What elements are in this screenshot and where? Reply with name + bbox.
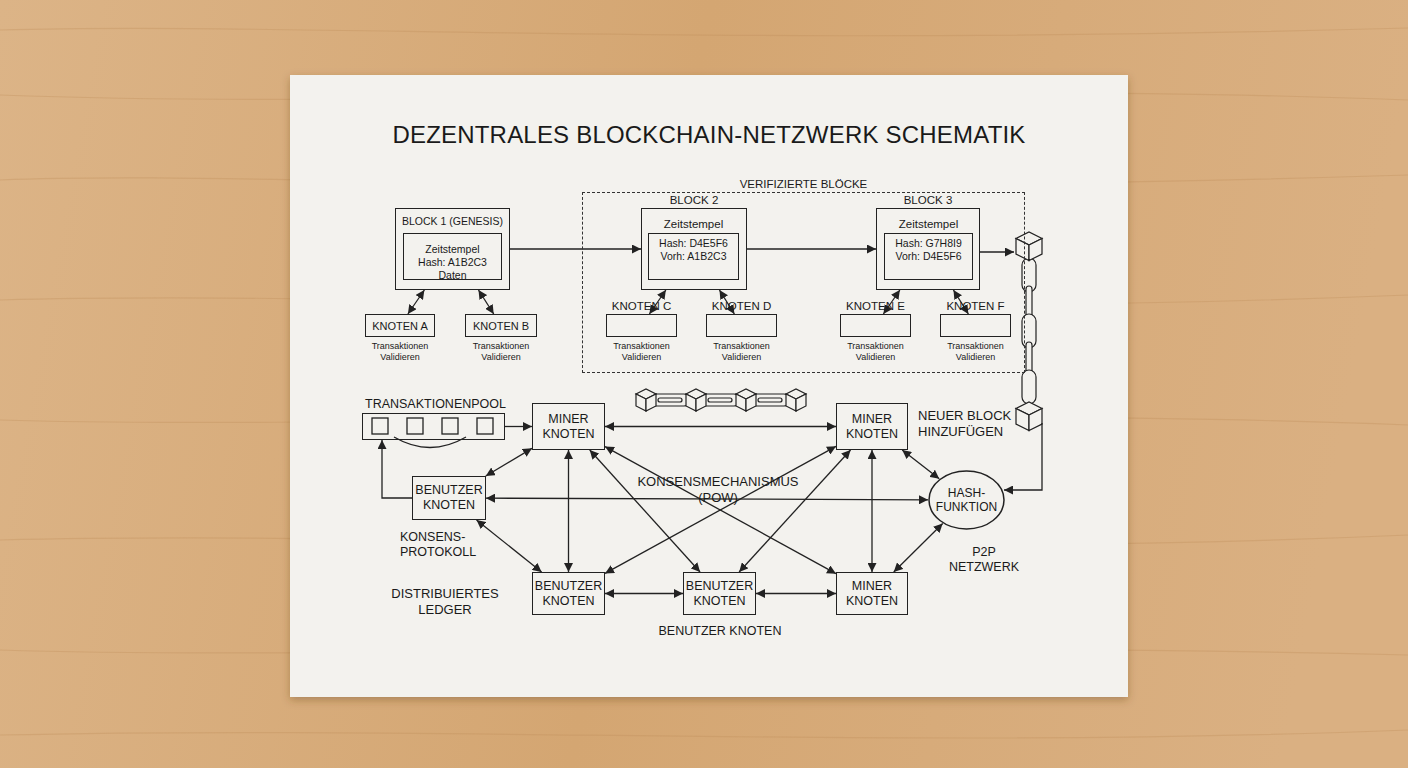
node-text: Transaktionen Validieren	[602, 341, 682, 363]
node-text: MINER KNOTEN	[533, 412, 604, 442]
connector-arrow	[382, 440, 412, 498]
connector-arrow	[605, 426, 836, 427]
chain-wire	[980, 252, 1042, 490]
ellipse-shape	[929, 471, 1004, 529]
paper-sheet	[290, 75, 1128, 697]
annotation-label: DISTRIBUIERTES LEDGER	[385, 586, 505, 617]
connector-arrow	[408, 290, 424, 314]
diagram-title: DEZENTRALES BLOCKCHAIN-NETZWERK SCHEMATI…	[290, 121, 1128, 149]
validator-node-box: KNOTEN ATransaktionen Validieren	[365, 314, 435, 337]
connector-arrow	[747, 248, 876, 249]
block-data-box: ZeitstempelHash: G7H8I9Vorh: D4E5F6	[884, 233, 973, 280]
annotation-label: BENUTZER KNOTEN	[620, 624, 820, 639]
block-box: BLOCK 1 (GENESIS) ZeitstempelHash: A1B2C3…	[395, 208, 510, 290]
network-node-box: MINER KNOTEN	[836, 572, 908, 615]
connector-arrow	[590, 450, 700, 572]
network-node-box: BENUTZER KNOTEN	[683, 572, 756, 615]
block-box: BLOCK 2ZeitstempelHash: D4E5F6Vorh: A1B2…	[641, 208, 747, 290]
node-text: Hash: G7H8I9	[885, 237, 972, 250]
network-node-box: BENUTZER KNOTEN	[412, 476, 486, 520]
connector-arrow	[605, 446, 836, 573]
chain-illustration	[636, 389, 806, 411]
node-text: Daten	[404, 269, 501, 282]
validator-node-box: KNOTEN BTransaktionen Validieren	[465, 314, 537, 337]
pool-transactions	[372, 418, 493, 448]
hash-function-ellipse: HASH- FUNKTION	[928, 470, 1005, 530]
block-data-box: ZeitstempelHash: D4E5F6Vorh: A1B2C3	[648, 233, 739, 280]
node-text: Zeitstempel	[649, 218, 738, 231]
annotation-label: KONSENS- PROTOKOLL	[400, 530, 480, 560]
node-text: TRANSAKTIONENPOOL	[365, 397, 506, 411]
node-text: KNOTEN A	[372, 320, 428, 332]
connector-arrow	[871, 450, 872, 572]
node-text: Transaktionen Validieren	[836, 341, 916, 363]
annotation-label: P2P NETZWERK	[945, 545, 1023, 575]
node-text: Transaktionen Validieren	[936, 341, 1016, 363]
node-text: Transaktionen Validieren	[702, 341, 782, 363]
node-text: BLOCK 2	[642, 194, 746, 206]
transaction-pool-box: TRANSAKTIONENPOOL	[362, 413, 505, 440]
validator-node-box: KNOTEN DTransaktionen Validieren	[706, 314, 777, 337]
annotation-label: NEUER BLOCK HINZUFÜGEN	[918, 408, 1026, 439]
node-text: Transaktionen Validieren	[360, 341, 440, 363]
connector-arrow	[756, 593, 836, 594]
network-node-box: MINER KNOTEN	[836, 403, 908, 450]
annotation-label: KONSENSMECHANISMUS (POW)	[633, 474, 803, 505]
node-text: BLOCK 1 (GENESIS)	[396, 215, 509, 227]
node-text: KNOTEN C	[607, 300, 676, 312]
node-text: BLOCK 3	[877, 194, 979, 206]
connector-arrow	[478, 290, 493, 314]
node-text: Vorh: A1B2C3	[649, 250, 738, 263]
node-text: MINER KNOTEN	[837, 412, 907, 442]
node-text: MINER KNOTEN	[837, 579, 907, 609]
node-text: Hash: D4E5F6	[649, 237, 738, 250]
network-node-box: BENUTZER KNOTEN	[532, 572, 605, 615]
node-text: Zeitstempel	[404, 243, 501, 256]
node-text: Hash: A1B2C3	[404, 256, 501, 269]
connector-arrow	[605, 593, 683, 594]
block-data-box: ZeitstempelHash: A1B2C3Daten	[403, 233, 502, 280]
connector-arrow	[505, 426, 532, 427]
block-box: BLOCK 3ZeitstempelHash: G7H8I9Vorh: D4E5…	[876, 208, 980, 290]
node-text: BENUTZER KNOTEN	[684, 579, 755, 609]
node-text: BENUTZER KNOTEN	[533, 579, 604, 609]
node-text: Transaktionen Validieren	[461, 341, 541, 363]
node-text: KNOTEN B	[473, 320, 529, 332]
validator-node-box: KNOTEN FTransaktionen Validieren	[940, 314, 1011, 337]
connector-arrow	[510, 248, 641, 249]
node-text: KNOTEN D	[707, 300, 776, 312]
connector-arrow	[568, 450, 569, 572]
node-text: KNOTEN F	[941, 300, 1010, 312]
verified-blocks-group: VERIFIZIERTE BLÖCKEBLOCK 2ZeitstempelHas…	[582, 192, 1025, 373]
node-text: Zeitstempel	[885, 218, 972, 231]
network-node-box: MINER KNOTEN	[532, 403, 605, 450]
wood-grain	[0, 28, 1408, 738]
vertical-chain-illustration	[1016, 232, 1042, 431]
node-text: BENUTZER KNOTEN	[413, 483, 485, 513]
node-text: KNOTEN E	[841, 300, 910, 312]
connector-arrow	[739, 450, 850, 572]
node-text: Vorh: D4E5F6	[885, 250, 972, 263]
validator-node-box: KNOTEN CTransaktionen Validieren	[606, 314, 677, 337]
connector-arrow	[902, 450, 939, 479]
node-text: VERIFIZIERTE BLÖCKE	[583, 178, 1024, 190]
connector-arrow	[605, 447, 836, 574]
connector-arrow	[894, 524, 943, 572]
connector-arrow	[477, 520, 542, 572]
validator-node-box: KNOTEN ETransaktionen Validieren	[840, 314, 911, 337]
connector-arrow	[486, 448, 532, 476]
node-text: HASH- FUNKTION	[928, 486, 1005, 514]
